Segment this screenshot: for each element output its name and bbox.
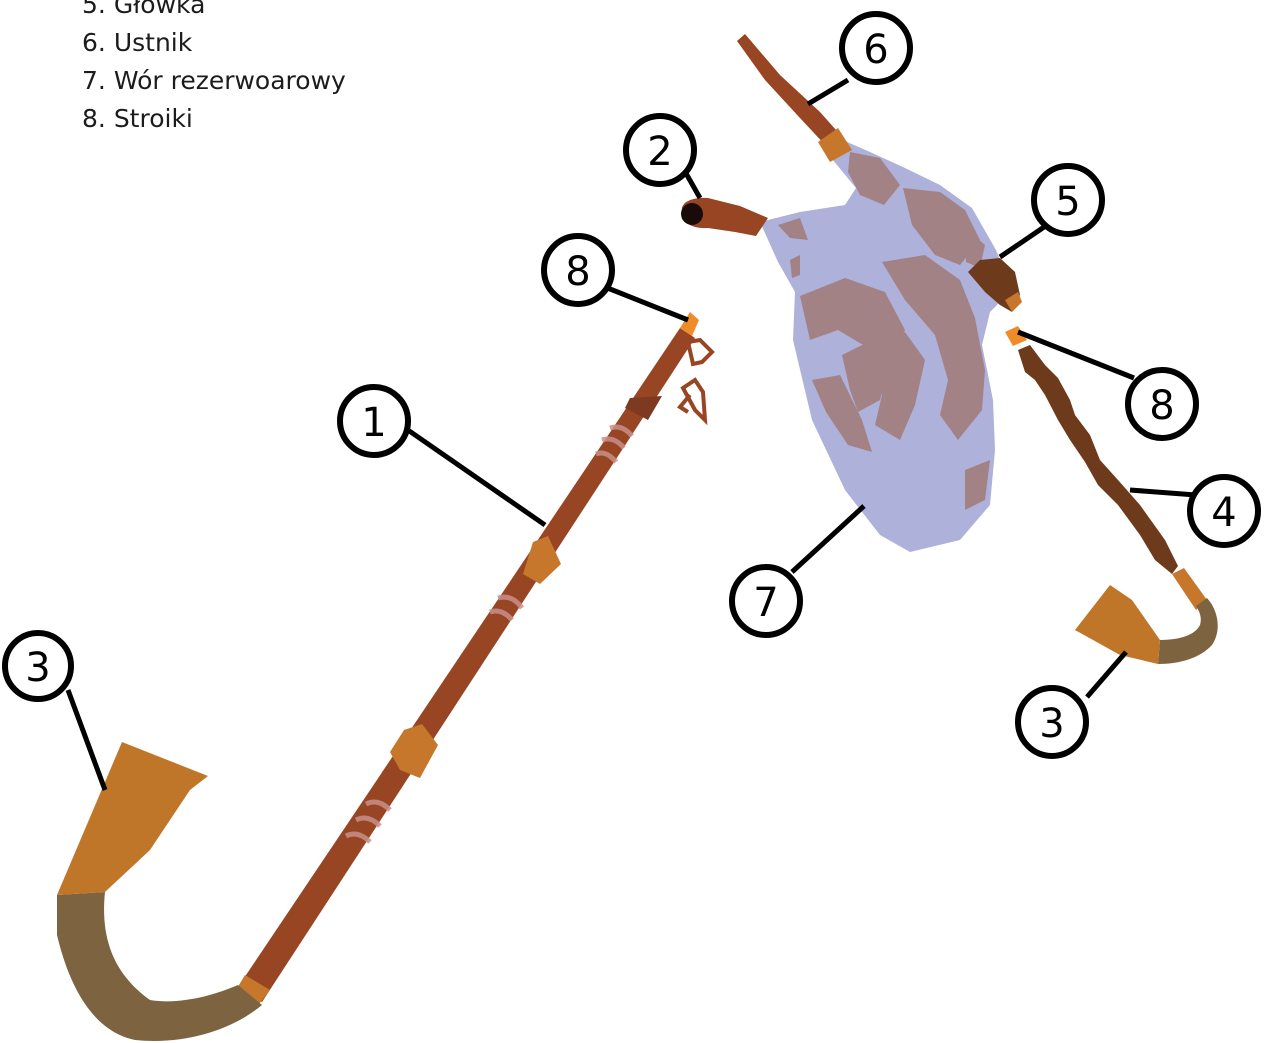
horn-curve [57, 892, 262, 1041]
callout-2: 2 [626, 116, 694, 184]
callout-4: 4 [1190, 477, 1258, 545]
svg-text:7: 7 [753, 580, 778, 626]
drone-bell [1075, 585, 1160, 664]
callout-8-left: 8 [544, 236, 612, 304]
drone-horn [1158, 598, 1218, 664]
reservoir-bag [760, 138, 1012, 552]
svg-text:3: 3 [25, 645, 50, 691]
legend-item: 7. Wór rezerwoarowy [82, 62, 346, 100]
svg-text:4: 4 [1211, 490, 1236, 536]
blowpipe [681, 198, 768, 236]
chanter [236, 312, 712, 1008]
chanter-horn [57, 742, 262, 1041]
callout-7: 7 [732, 567, 800, 635]
callout-3-right: 3 [1018, 688, 1086, 756]
horn-bell [57, 742, 208, 895]
svg-text:8: 8 [565, 249, 590, 295]
legend-item: 6. Ustnik [82, 24, 346, 62]
callout-3-left: 3 [5, 633, 71, 699]
callout-1: 1 [340, 387, 408, 455]
legend-item: 5. Główka [82, 0, 346, 24]
callout-8-right: 8 [1128, 370, 1196, 438]
callout-5: 5 [1034, 166, 1102, 234]
svg-text:8: 8 [1149, 383, 1174, 429]
callout-6: 6 [842, 14, 910, 82]
svg-text:2: 2 [647, 129, 672, 175]
parts-legend: 5. Główka 6. Ustnik 7. Wór rezerwoarowy … [82, 0, 346, 138]
svg-text:6: 6 [863, 27, 888, 73]
svg-text:3: 3 [1039, 701, 1064, 747]
svg-text:1: 1 [361, 400, 386, 446]
svg-text:5: 5 [1055, 179, 1080, 225]
legend-item: 8. Stroiki [82, 100, 346, 138]
mouthpiece [737, 34, 852, 162]
blowpipe-opening [681, 203, 703, 225]
